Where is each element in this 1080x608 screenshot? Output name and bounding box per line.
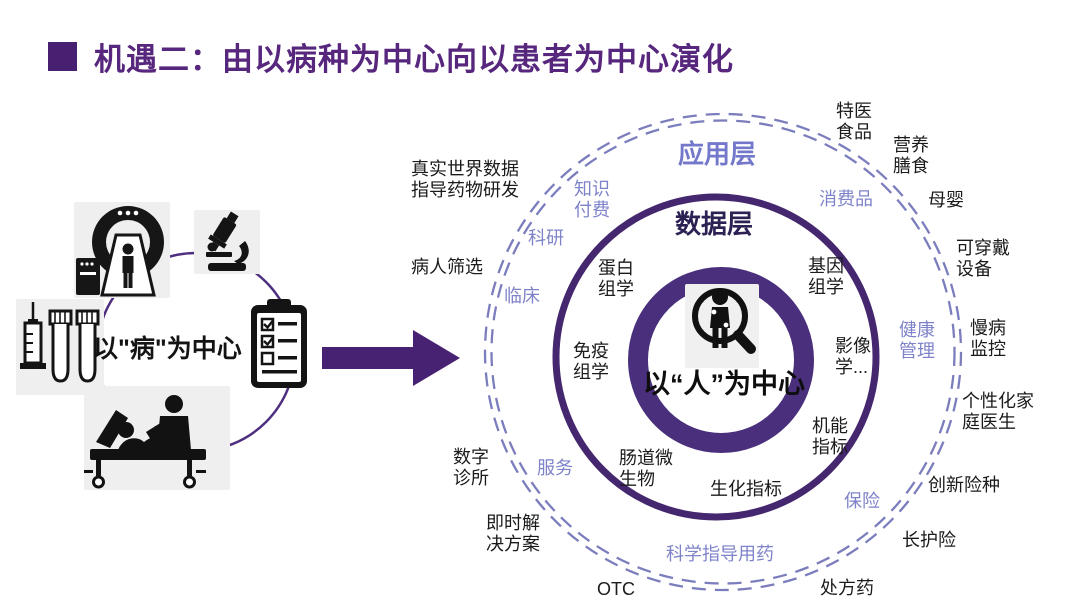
outer-item-chronic-disease-monitoring: 慢病 监控	[970, 318, 1006, 359]
outer-item-personal-family-doctor: 个性化家 庭医生	[962, 391, 1034, 432]
data-item-proteomics: 蛋白 组学	[598, 258, 634, 299]
data-item-biochemical-index: 生化指标	[710, 479, 782, 499]
outer-item-special-medical-food: 特医 食品	[836, 101, 872, 142]
title-bullet	[48, 42, 77, 71]
data-item-gut-microbiome: 肠道微 生物	[619, 448, 673, 489]
outer-item-wearable-device: 可穿戴 设备	[956, 238, 1010, 279]
checklist-icon	[251, 299, 307, 388]
application-layer-dashed-ring-inner	[490, 119, 956, 585]
syringe-tubes-icon	[16, 299, 104, 395]
data-layer-ring	[552, 193, 880, 521]
app-item-scientific-medication: 科学指导用药	[666, 544, 774, 564]
transition-arrow-icon	[322, 330, 460, 386]
outer-item-long-term-care-insurance: 长护险	[902, 530, 956, 550]
outer-item-prescription-drug: 处方药	[820, 578, 874, 598]
app-item-insurance: 保险	[844, 491, 880, 511]
title-row: 机遇二：由以病种为中心向以患者为中心演化	[48, 34, 734, 79]
outer-item-otc: OTC	[597, 579, 635, 599]
app-item-knowledge-pay: 知识 付费	[574, 179, 610, 220]
app-item-health-management: 健康 管理	[899, 320, 935, 361]
app-item-service: 服务	[537, 458, 573, 478]
outer-item-innovative-insurance: 创新险种	[928, 475, 1000, 495]
ct-scanner-icon	[74, 202, 170, 298]
data-item-immunomics: 免疫 组学	[573, 341, 609, 382]
disease-center-label: 以"病"为中心	[93, 335, 242, 363]
data-item-imaging: 影像 学...	[835, 336, 871, 377]
application-layer-dashed-ring-outer	[483, 112, 963, 592]
app-item-research: 科研	[528, 228, 564, 248]
data-layer-title: 数据层	[675, 209, 754, 239]
outer-item-digital-clinic: 数字 诊所	[453, 447, 489, 488]
app-item-clinical: 临床	[504, 286, 540, 306]
outer-item-nutrition-diet: 营养 膳食	[893, 135, 929, 176]
patient-bed-icon	[84, 386, 230, 490]
app-item-consumer-goods: 消费品	[819, 189, 873, 209]
page-title: 机遇二：由以病种为中心向以患者为中心演化	[94, 42, 734, 77]
outer-item-patient-screening: 病人筛选	[411, 257, 483, 277]
outer-item-mother-baby: 母婴	[928, 190, 964, 210]
person-magnifier-icon	[685, 284, 759, 368]
application-layer-title: 应用层	[678, 139, 757, 169]
outer-item-real-world-data: 真实世界数据 指导药物研发	[411, 159, 519, 200]
data-item-genomics: 基因 组学	[808, 256, 844, 297]
data-item-function-index: 机能 指标	[812, 416, 848, 457]
microscope-icon	[194, 210, 260, 274]
person-center-label: 以“人”为中心	[643, 369, 805, 399]
outer-item-instant-solution: 即时解 决方案	[486, 513, 540, 554]
